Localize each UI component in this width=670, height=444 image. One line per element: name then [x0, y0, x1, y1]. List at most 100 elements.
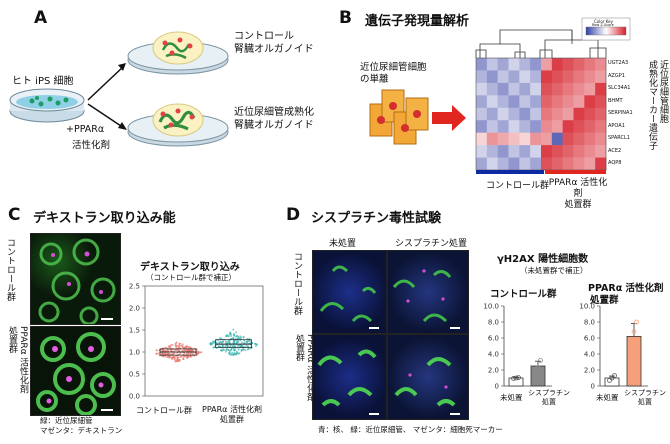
data-point — [165, 351, 168, 353]
data-point — [177, 350, 180, 353]
dextran-plot-subtitle: （コントロール群で補正） — [146, 273, 236, 282]
heatmap-cell — [519, 120, 531, 133]
data-point — [176, 357, 179, 360]
data-point — [233, 341, 235, 344]
heatmap-cell — [573, 120, 585, 133]
data-point — [240, 349, 243, 351]
data-point — [163, 354, 166, 357]
data-point — [187, 349, 190, 352]
data-point — [197, 352, 200, 355]
data-point — [631, 329, 637, 335]
data-point — [155, 352, 158, 355]
data-point — [183, 347, 186, 349]
data-point — [230, 343, 233, 346]
data-point — [174, 360, 177, 363]
data-point — [182, 358, 185, 360]
data-point — [236, 352, 238, 354]
data-point — [233, 344, 236, 347]
data-point — [172, 353, 175, 355]
data-point — [189, 354, 192, 357]
data-point — [226, 342, 229, 345]
box — [215, 339, 252, 348]
control-group-bar — [476, 170, 544, 174]
heatmap-cell — [584, 70, 596, 84]
data-point — [164, 350, 167, 353]
heatmap-cell — [519, 95, 531, 109]
data-point — [177, 359, 180, 361]
data-point — [155, 353, 158, 355]
data-point — [233, 334, 235, 337]
data-point — [173, 358, 176, 361]
d-image-legend: 青：核、 緑：近位尿細管、 マゼンタ：細胞死マーカー — [318, 425, 503, 434]
gene-label: SLC34A1 — [608, 85, 631, 91]
data-point — [191, 354, 194, 357]
heatmap-cell — [541, 82, 553, 96]
heatmap-cell — [551, 107, 563, 121]
data-point — [214, 345, 217, 348]
data-point — [176, 347, 178, 350]
control-group-label: コントロール群 — [486, 181, 550, 191]
heatmap-cell — [573, 107, 585, 121]
data-point — [240, 345, 242, 348]
heatmap-cell — [486, 95, 498, 109]
data-point — [233, 345, 236, 348]
d-row-control-label: コントロール群 — [292, 252, 302, 315]
bar — [626, 335, 642, 387]
data-point — [238, 344, 240, 347]
heatmap-cell — [476, 132, 488, 146]
data-point — [237, 345, 239, 347]
data-point — [219, 345, 222, 348]
data-point — [188, 350, 191, 352]
data-point — [162, 349, 165, 352]
y-tick-label: 2.0 — [488, 367, 499, 375]
heatmap-cell — [519, 70, 531, 84]
data-point — [223, 338, 226, 341]
data-point — [236, 334, 239, 337]
color-key-title: Color Key — [594, 19, 613, 24]
data-point — [216, 343, 219, 346]
heatmap-cell — [508, 145, 520, 158]
data-point — [159, 349, 162, 351]
data-point — [182, 346, 185, 349]
data-point — [186, 354, 189, 357]
data-point — [250, 342, 253, 345]
data-point — [161, 353, 164, 355]
heatmap-cell — [476, 95, 488, 109]
data-point — [185, 346, 187, 349]
data-point — [230, 338, 233, 341]
heatmap-cell — [551, 95, 563, 109]
data-point — [177, 350, 180, 353]
data-point — [222, 345, 225, 348]
data-point — [240, 337, 242, 339]
data-point — [189, 352, 192, 355]
heatmap-cell — [595, 120, 607, 133]
color-key-sub: Row Z-Score — [592, 23, 614, 27]
panel-d-title: シスプラチン毒性試験 — [311, 211, 442, 226]
heatmap-cell — [476, 107, 488, 121]
data-point — [187, 355, 190, 357]
data-point — [161, 350, 163, 353]
data-point — [221, 341, 224, 344]
data-point — [188, 348, 191, 351]
heatmap-cell — [584, 157, 596, 171]
data-point — [239, 339, 242, 342]
data-point — [232, 343, 235, 346]
data-point — [237, 348, 240, 351]
data-point — [226, 345, 228, 348]
data-point — [214, 344, 217, 347]
data-point — [182, 354, 185, 356]
data-point — [158, 349, 161, 352]
heatmap-cell — [486, 107, 498, 121]
data-point — [183, 346, 186, 349]
heatmap-cell — [562, 120, 574, 133]
data-point — [155, 352, 158, 355]
heatmap-cell — [497, 82, 509, 96]
heatmap-cell — [541, 107, 553, 121]
data-point — [175, 341, 178, 344]
heatmap-cell — [508, 107, 520, 121]
data-point — [212, 341, 215, 344]
data-point — [228, 351, 231, 354]
data-point — [194, 351, 197, 353]
data-point — [513, 375, 519, 381]
box — [159, 348, 197, 356]
